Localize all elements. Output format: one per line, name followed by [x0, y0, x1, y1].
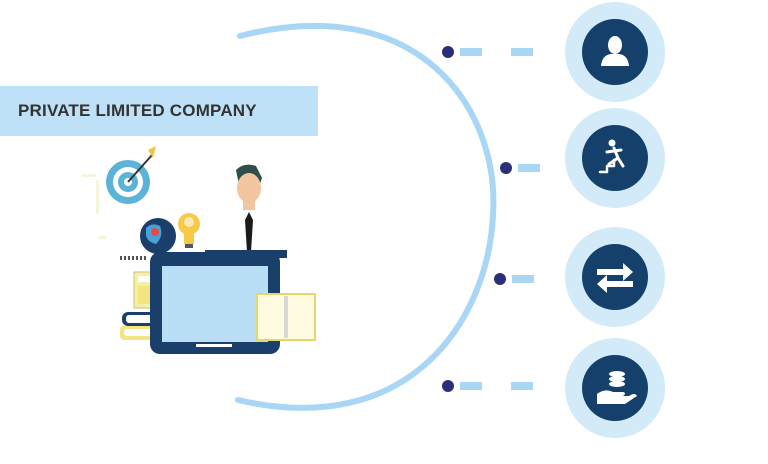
globe-icon — [140, 218, 176, 254]
businessman — [228, 164, 272, 252]
target-icon — [106, 146, 156, 204]
branch-dash — [460, 382, 482, 390]
decorative-shapes — [82, 174, 106, 239]
branch-dot — [442, 380, 454, 392]
falling-stairs-icon — [598, 139, 625, 174]
branch-badge — [565, 227, 665, 327]
title-banner: PRIVATE LIMITED COMPANY — [0, 86, 318, 136]
illustration — [82, 146, 316, 354]
money-hand-icon — [597, 371, 637, 404]
branch-badge — [565, 338, 665, 438]
branch-dash — [512, 275, 534, 283]
connector-arc — [235, 22, 497, 411]
branch-badge — [565, 108, 665, 208]
transfer-arrows-icon — [597, 263, 633, 293]
lightbulb-icon — [178, 213, 200, 248]
branch-dash — [511, 382, 533, 390]
laptop — [150, 252, 280, 354]
branch-dot — [494, 273, 506, 285]
branch-3 — [494, 227, 665, 327]
keyboard-strip — [120, 256, 146, 260]
branch-dash — [460, 48, 482, 56]
branch-dot — [442, 46, 454, 58]
branch-dot — [500, 162, 512, 174]
branch-dash — [511, 48, 533, 56]
person-icon — [601, 36, 629, 66]
branch-4 — [442, 338, 665, 438]
diagram-title: PRIVATE LIMITED COMPANY — [18, 101, 257, 120]
branch-dash — [518, 164, 540, 172]
branch-2 — [500, 108, 665, 208]
notebook — [256, 293, 316, 341]
branch-1 — [442, 2, 665, 102]
branch-badge — [565, 2, 665, 102]
